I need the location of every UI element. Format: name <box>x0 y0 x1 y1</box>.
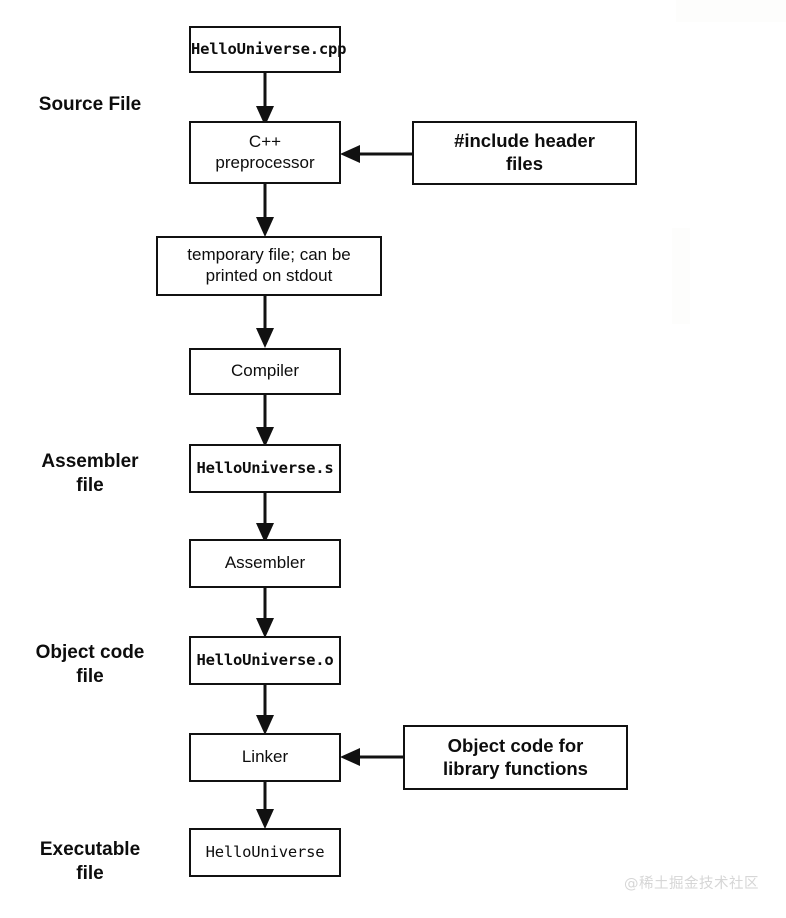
node-linker[interactable]: Linker <box>189 733 341 782</box>
edge-assembler-to-objfile <box>256 586 274 638</box>
node-source-file-label: HelloUniverse.cpp <box>191 40 347 59</box>
edge-source-to-preprocessor <box>256 70 274 126</box>
node-include-header-files-label: #include header files <box>454 130 595 174</box>
node-compiler[interactable]: Compiler <box>189 348 341 395</box>
watermark: @稀土掘金技术社区 <box>624 876 759 892</box>
node-library-object-code[interactable]: Object code for library functions <box>403 725 628 790</box>
edge-preprocessor-to-temp <box>256 183 274 237</box>
node-temporary-file-label: temporary file; can be printed on stdout <box>187 245 351 285</box>
edge-objfile-to-linker <box>256 683 274 735</box>
edge-libobj-to-linker <box>340 748 408 766</box>
node-assembler-file-label: HelloUniverse.s <box>196 459 334 478</box>
node-executable-label: HelloUniverse <box>205 843 325 862</box>
node-assembler-label: Assembler <box>224 553 306 573</box>
node-temporary-file[interactable]: temporary file; can be printed on stdout <box>156 236 382 296</box>
node-assembler-file[interactable]: HelloUniverse.s <box>189 444 341 493</box>
edge-temp-to-compiler <box>256 294 274 348</box>
stage-label-executable-file: Executable file <box>39 839 141 885</box>
node-preprocessor-label: C++ preprocessor <box>215 131 315 172</box>
node-source-file[interactable]: HelloUniverse.cpp <box>189 26 347 73</box>
background-artifact-right <box>672 228 690 324</box>
node-executable[interactable]: HelloUniverse <box>189 828 341 877</box>
node-object-file[interactable]: HelloUniverse.o <box>189 636 341 685</box>
stage-label-source-file: Source File <box>38 94 142 115</box>
stage-label-assembler-file: Assembler file <box>41 451 139 497</box>
background-artifact-top <box>676 0 786 22</box>
node-preprocessor[interactable]: C++ preprocessor <box>189 121 341 184</box>
node-linker-label: Linker <box>241 747 289 767</box>
node-compiler-label: Compiler <box>230 361 300 381</box>
stage-label-object-code-file: Object code file <box>35 642 145 688</box>
edge-linker-to-executable <box>256 781 274 829</box>
node-assembler[interactable]: Assembler <box>189 539 341 588</box>
node-include-header-files[interactable]: #include header files <box>412 121 637 185</box>
edge-asmfile-to-assembler <box>256 491 274 543</box>
edge-compiler-to-asmfile <box>256 393 274 447</box>
edge-include-to-preprocessor <box>340 145 416 163</box>
node-object-file-label: HelloUniverse.o <box>196 651 334 670</box>
node-library-object-code-label: Object code for library functions <box>443 734 588 779</box>
